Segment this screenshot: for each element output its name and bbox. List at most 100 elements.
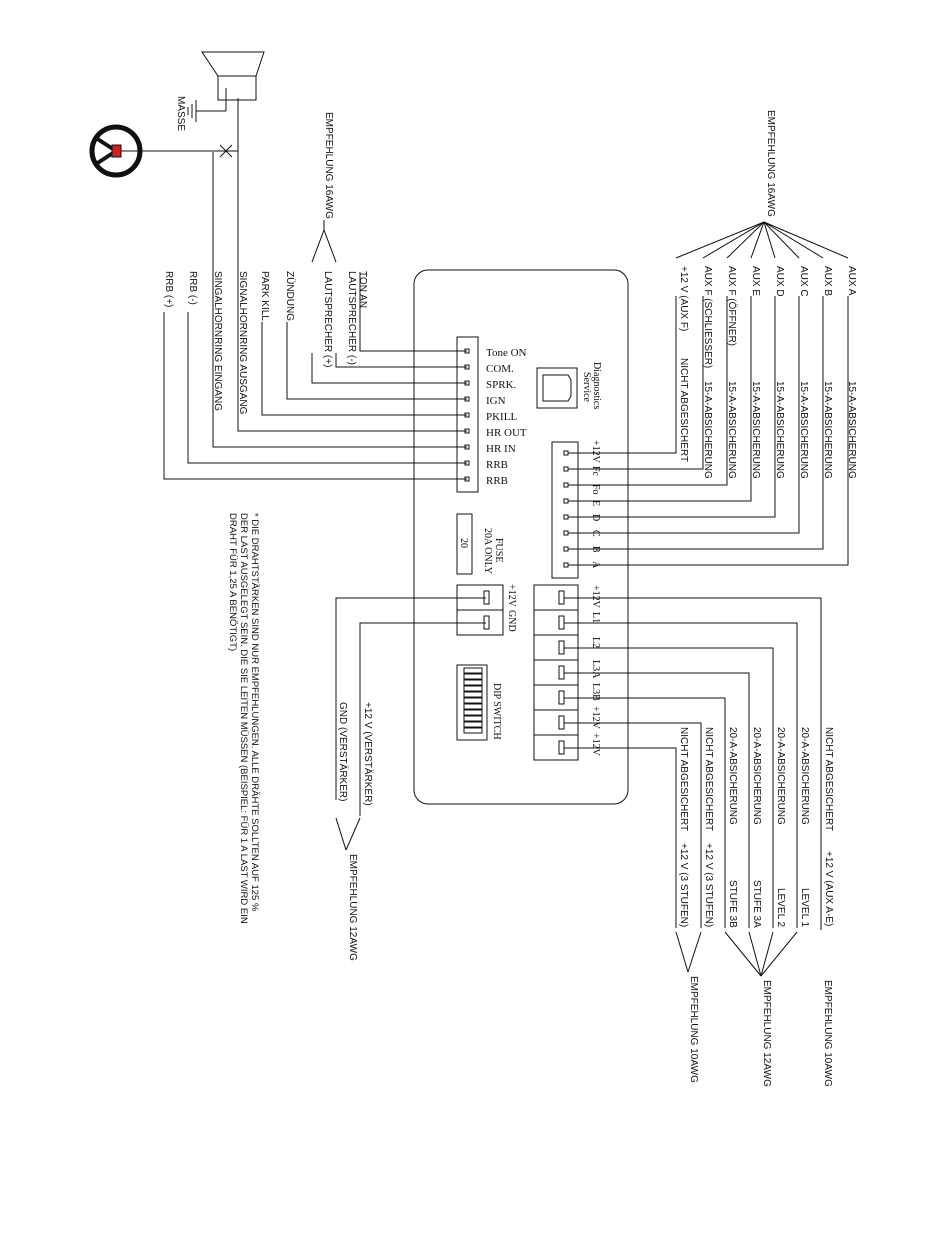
aux-pin-fo: Fo (590, 484, 601, 495)
power-pin-labels: +12V L1 L2 L3A L3B +12V +12V (590, 585, 601, 757)
power-wire-fuse: 20-A-ABSICHERUNG (775, 727, 786, 825)
left-connector: Tone ON COM. SPRK. IGN PKILL HR OUT HR I… (163, 98, 527, 493)
wire-aux-b (568, 296, 824, 550)
footnote-line-2: DER LAST AUSGELEGT SEIN. DIE SIE LEITEN … (238, 513, 249, 924)
wire-label-rrb-neg: RRB (-) (187, 271, 198, 305)
power-pin-12v-b: +12V (590, 706, 601, 730)
wire-stufe-3b (564, 697, 726, 928)
wire-label-speaker-neg: LAUTSPRECHER (-) (346, 271, 357, 365)
wire-speaker-pos (311, 353, 467, 384)
power-wire-name: +12 V (AUX A-E) (823, 851, 834, 926)
aux-wire-fuse: 15-A-ABSICHERUNG (726, 381, 737, 479)
power-wire-fuse: NICHT ABGESICHERT (823, 727, 834, 831)
speaker-icon (201, 51, 265, 101)
wire-label-speaker-pos: LAUTSPRECHER (+) (322, 271, 333, 367)
power-wires (564, 597, 822, 930)
ground-icon: MASSE (175, 96, 227, 131)
power-pin-l1: L1 (590, 612, 601, 623)
left-wire-labels: TON AN LAUTSPRECHER (-) LAUTSPRECHER (+)… (163, 271, 368, 415)
wire-horn-out (237, 98, 467, 432)
aux-pin-12v: +12V (590, 440, 601, 464)
aux-wire-name: AUX C (798, 266, 809, 297)
wire-aux-d (568, 296, 776, 518)
power-wire-name: LEVEL 2 (775, 888, 786, 928)
pin-label-hr-out: HR OUT (486, 427, 527, 439)
pin-label-ign: IGN (486, 395, 506, 407)
service-diagnostics-port: Service Diagnostics (536, 362, 602, 409)
footnote-line-1: * DIE DRAHTSTÄRKEN SIND NUR EMPFEHLUNGEN… (249, 513, 260, 912)
gauge-line (311, 229, 325, 263)
aux-wire-fuse: 15-A-ABSICHERUNG (702, 381, 713, 479)
left-connector-pin-labels: Tone ON COM. SPRK. IGN PKILL HR OUT HR I… (486, 347, 527, 487)
pin-label-rrb-1: RRB (486, 459, 508, 471)
power-wire-name: +12 V (3 STUFEN) (703, 843, 714, 927)
pin-label-pkill: PKILL (486, 411, 517, 423)
control-module-outline (413, 269, 629, 805)
fuse-label-2: 20A ONLY (482, 528, 493, 574)
power-wire-fuse: 20-A-ABSICHERUNG (799, 727, 810, 825)
aux-wire-fuse: 15-A-ABSICHERUNG (798, 381, 809, 479)
aux-connector: +12V Fc Fo E D C B A (551, 110, 857, 579)
power-wire-fuse: 20-A-ABSICHERUNG (751, 727, 762, 825)
wire-ignition (286, 322, 467, 400)
speaker-gauge-label: EMPFEHLUNG 16AWG (323, 112, 334, 219)
footnote: * DIE DRAHTSTÄRKEN SIND NUR EMPFEHLUNGEN… (227, 513, 260, 924)
wire-label-rrb-pos: RRB (+) (163, 271, 174, 307)
pin-label-sprk: SPRK. (486, 379, 517, 391)
wire-amp-gnd (359, 622, 486, 816)
dip-switch-levers (463, 667, 483, 734)
service-label-1: Service (581, 372, 592, 403)
aux-wire-name: AUX E (750, 266, 761, 296)
power-wire-name: STUFE 3B (727, 880, 738, 928)
wire-speaker-neg (335, 353, 467, 368)
fuse-label-1: FUSE (493, 538, 504, 562)
left-connector-wires (163, 98, 467, 480)
power-wire-fuse: NICHT ABGESICHERT (703, 727, 714, 831)
gauge-line (323, 229, 337, 263)
aux-pin-e: E (590, 500, 601, 506)
footnote-line-3: DRAHT FÜR 1,25 A BENÖTIGT) (227, 513, 238, 651)
aux-wire-labels: +12 V (AUX F) NICHT ABGESICHERT AUX F (S… (678, 266, 857, 479)
aux-pin-d: D (590, 514, 601, 521)
wire-level-1 (564, 622, 798, 928)
power-wire-fuse: 20-A-ABSICHERUNG (727, 727, 738, 825)
wire-horn-in (212, 152, 467, 448)
aux-wire-fuse: 15-A-ABSICHERUNG (822, 381, 833, 479)
power-pin-l2: L2 (590, 637, 601, 648)
aux-wire-fuse: 15-A-ABSICHERUNG (750, 381, 761, 479)
aux-wire-name: AUX F (SCHLIESSER) (702, 266, 713, 368)
amp-pin-gnd: GND (506, 610, 517, 632)
power-wire-fuse: NICHT ABGESICHERT (678, 727, 689, 831)
aux-wires (568, 296, 849, 566)
amp-pin-12v: +12V (506, 584, 517, 608)
power-wire-name: LEVEL 1 (799, 888, 810, 928)
wire-label-tone-on: TON AN (357, 271, 368, 308)
wire-aux-a (568, 296, 849, 566)
wire-level-2 (564, 647, 774, 928)
wire-label-horn-in: SINGALHORNRING EINGANG (212, 271, 223, 411)
aux-gauge-bracket: EMPFEHLUNG 16AWG (675, 110, 849, 259)
amp-wire-gnd: GND (VERSTÄRKER) (337, 702, 349, 801)
wire-label-ignition: ZÜNDUNG (284, 271, 296, 321)
power-pins (558, 590, 565, 755)
aux-gauge-label: EMPFEHLUNG 16AWG (765, 110, 776, 217)
wire-aux-e (568, 296, 752, 502)
aux-wire-name: AUX F (ÖFFNER) (726, 266, 738, 346)
aux-wire-name: +12 V (AUX F) (678, 266, 689, 331)
wire-power-aux (564, 597, 822, 930)
pin-label-tone-on: Tone ON (486, 347, 527, 359)
aux-wire-fuse: 15-A-ABSICHERUNG (774, 381, 785, 479)
service-label-2: Diagnostics (591, 362, 602, 409)
aux-wire-name: AUX B (822, 266, 833, 296)
wire-aux-fc (568, 296, 704, 470)
power-connector: +12V L1 L2 L3A L3B +12V +12V NICHT ABGES… (533, 584, 834, 1087)
amp-connector: +12V GND +12 V (VERSTÄRKER) GND (VERSTÄR… (335, 584, 517, 961)
power-pin-12v: +12V (590, 585, 601, 609)
aux-pin-labels: +12V Fc Fo E D C B A (590, 440, 601, 569)
pin-label-hr-in: HR IN (486, 443, 516, 455)
pin-label-com: COM. (486, 363, 514, 375)
aux-connector-housing (551, 441, 579, 579)
wire-aux-c (568, 296, 800, 534)
aux-pins (563, 450, 569, 568)
